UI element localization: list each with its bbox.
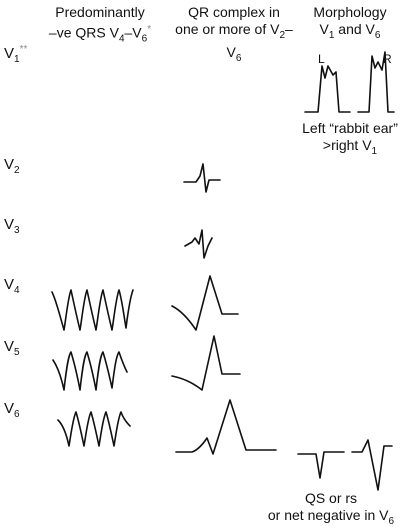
lead-label-v4: V4 xyxy=(4,276,20,296)
v4-negative-qrs-complexes xyxy=(51,289,134,331)
header-predominantly-negative-qrs: Predominantly –ve QRS V4–V6* xyxy=(40,4,160,47)
v4-qr-complex xyxy=(171,275,239,331)
lead-label-v6: V6 xyxy=(4,400,20,420)
header-col1-line1: Predominantly xyxy=(55,4,145,20)
header-qr-complex: QR complex in one or more of V2–V6 xyxy=(168,4,300,67)
rabbit-ear-r-label: R xyxy=(383,52,392,66)
v6-negative-qrs-complexes xyxy=(57,411,131,447)
rabbit-ear-caption-line1: Left “rabbit ear” xyxy=(302,120,398,136)
v1-rabbit-ear-left-complex xyxy=(304,65,351,113)
qs-note-line2: or net negative in V6 xyxy=(267,507,395,527)
qs-note-line1: QS or rs xyxy=(304,490,358,506)
header-morphology: Morphology V1 and V6 xyxy=(302,4,398,44)
v2-qr-complex xyxy=(183,163,221,193)
header-col2-line1: QR complex in xyxy=(188,4,280,20)
v6-rs-complex xyxy=(351,439,393,491)
rabbit-ear-caption-line2: >right V1 xyxy=(322,137,378,157)
v6-qs-complex xyxy=(297,451,345,479)
lead-label-v5: V5 xyxy=(4,338,20,358)
qs-or-rs-note: QS or rs or net negative in V6 xyxy=(262,490,400,530)
v5-qr-complex xyxy=(171,335,241,391)
lead-label-v1: V1** xyxy=(4,44,28,65)
header-col3-line1: Morphology xyxy=(313,4,387,20)
v1-rabbit-ear-right-complex xyxy=(357,51,395,113)
v3-qr-complex xyxy=(184,229,213,259)
header-col3-line2: V1 and V6 xyxy=(319,21,381,41)
lead-label-v3: V3 xyxy=(4,216,20,236)
v5-negative-qrs-complexes xyxy=(52,351,128,391)
rabbit-ear-caption: Left “rabbit ear” >right V1 xyxy=(300,120,400,160)
lead-label-v2: V2 xyxy=(4,156,20,176)
header-col1-line2: –ve QRS V4–V6* xyxy=(48,24,152,45)
rabbit-ear-l-label: L xyxy=(318,52,325,66)
v6-qr-complex xyxy=(175,399,277,455)
header-col2-line2: one or more of V2–V6 xyxy=(175,21,293,64)
